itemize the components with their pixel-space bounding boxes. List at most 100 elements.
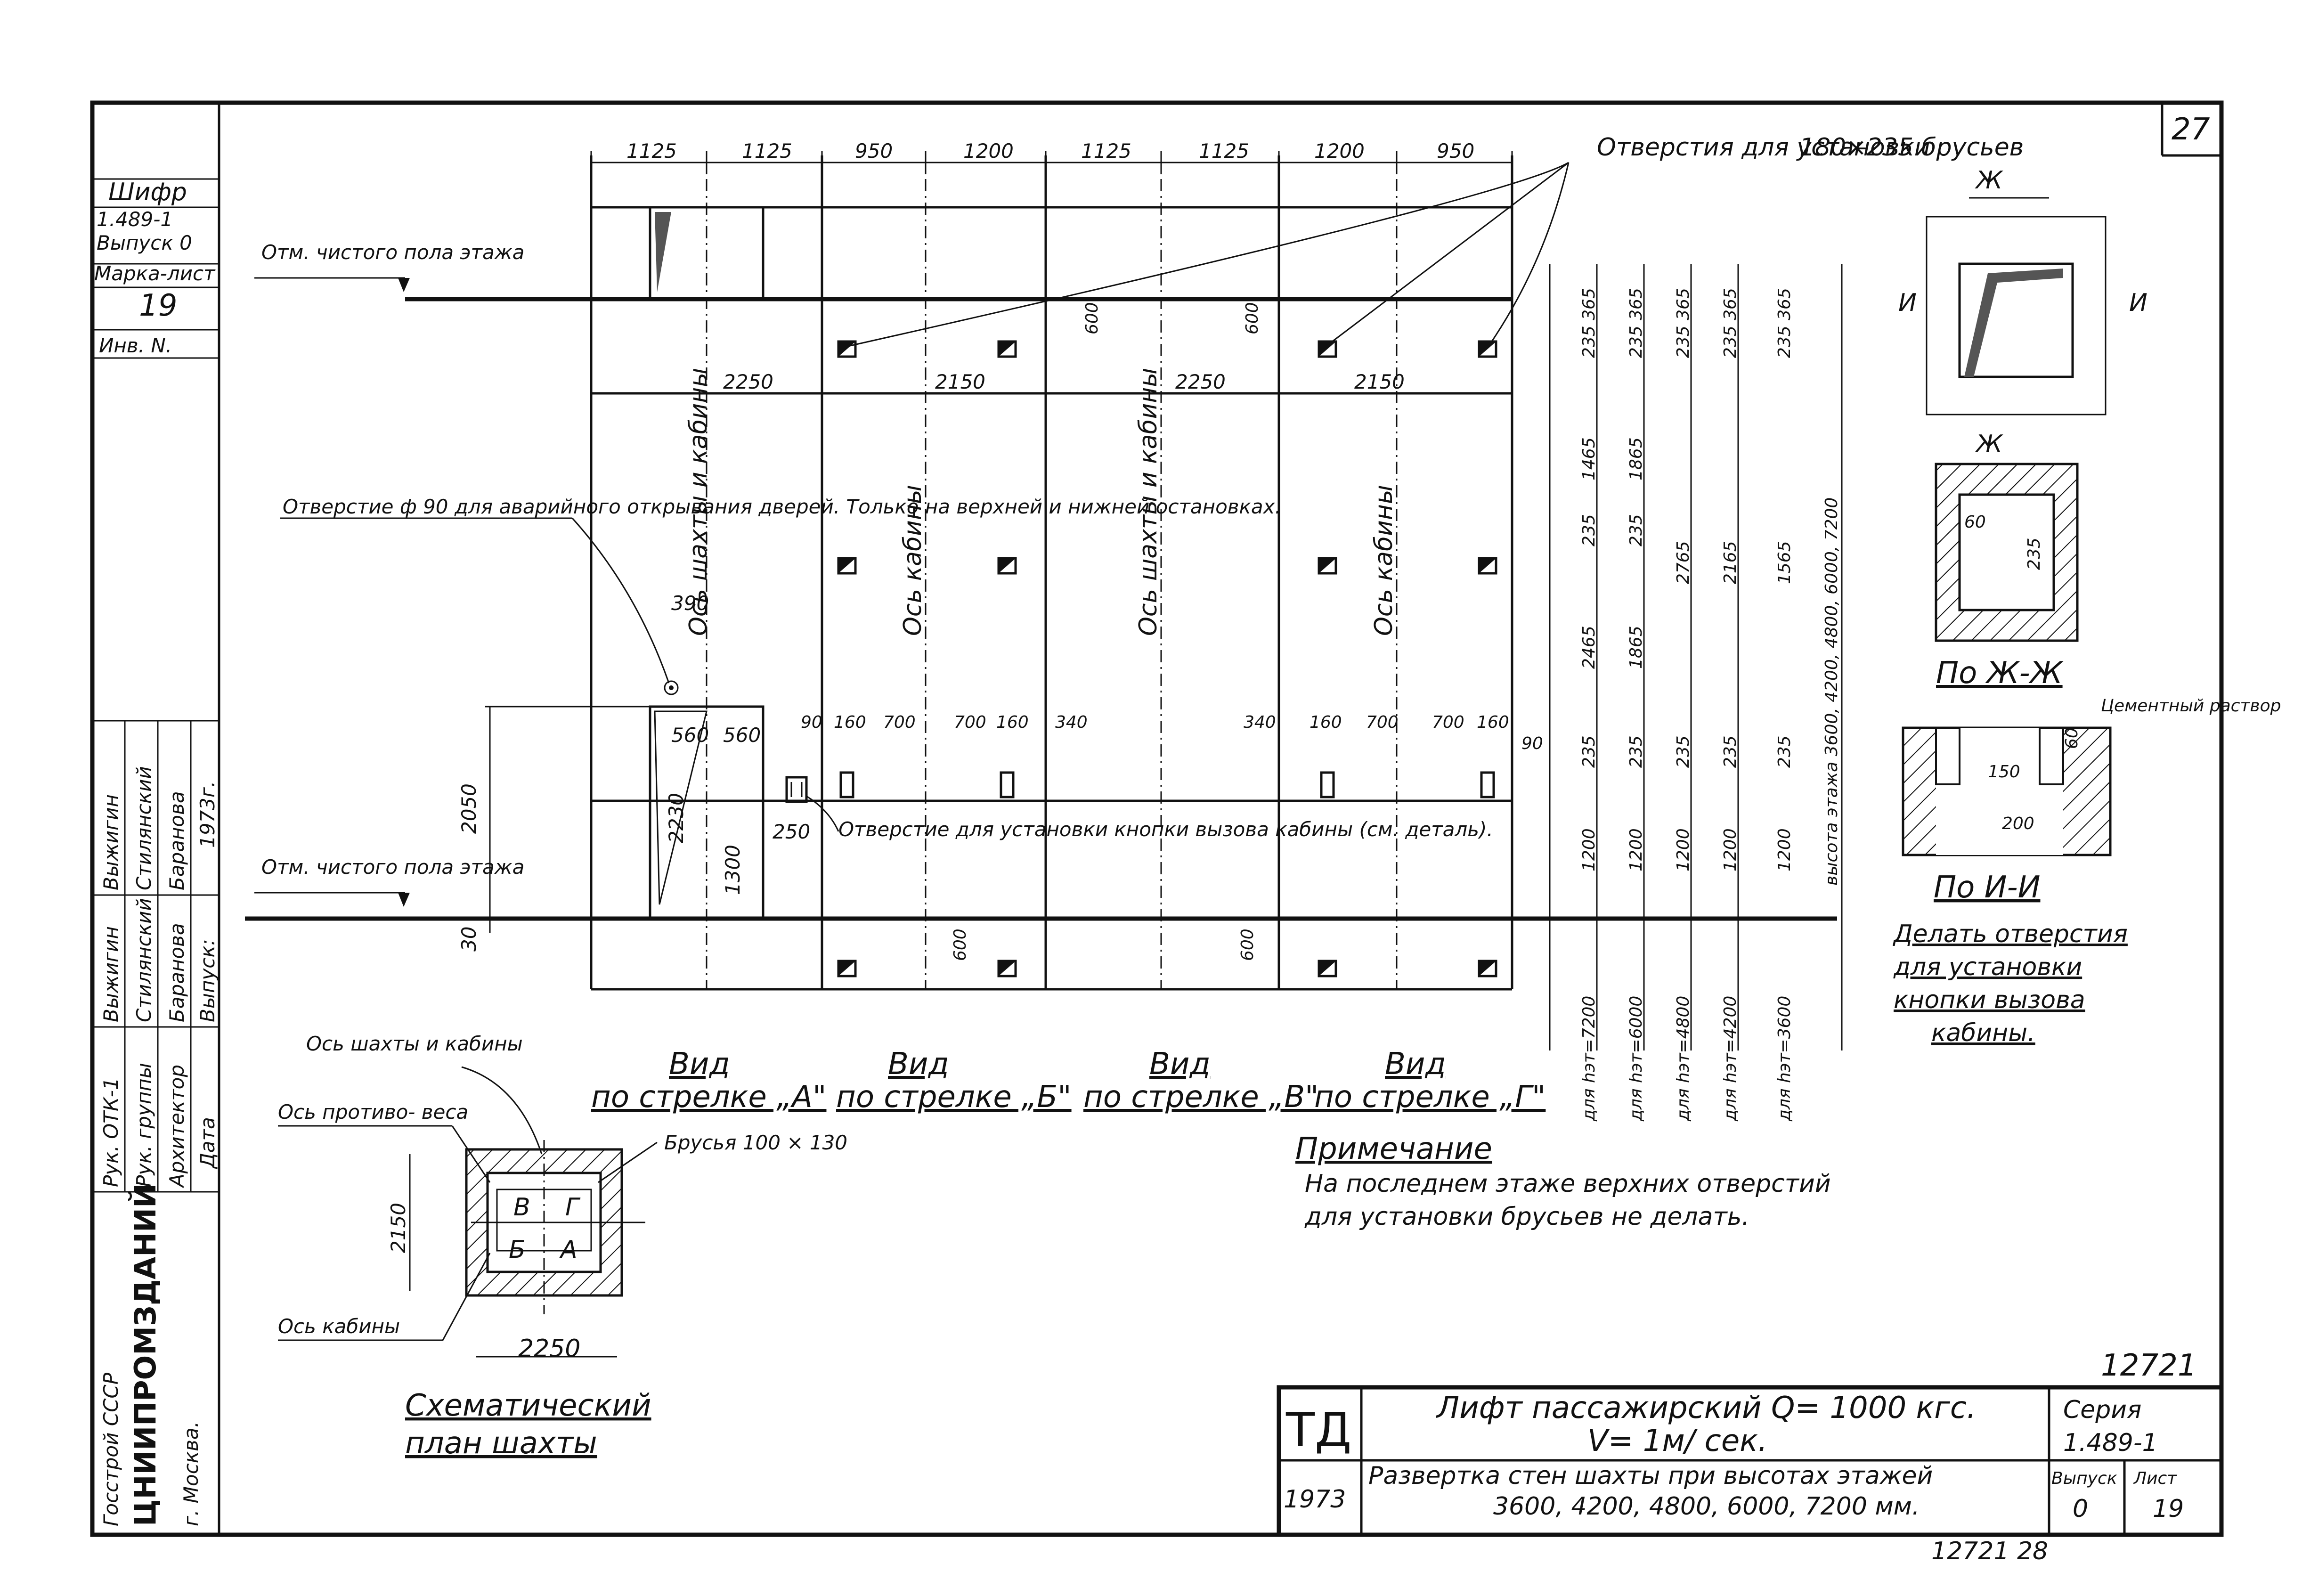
plan-dim-2150: 2150 (387, 1203, 410, 1253)
series-label: Серия (2063, 1396, 2141, 1424)
holes-bars-callout: Отверстия для установки 180×235 брусьев (847, 133, 2024, 347)
floor-level-bottom: Отм. чистого пола этажа (254, 855, 524, 907)
axis-cabin-2: Ось кабины (1370, 485, 1398, 636)
hcol5-caption: для hэт=3600 (1775, 996, 1794, 1122)
stamp-issue: Выпуск 0 (97, 231, 192, 254)
note-title: Примечание (1295, 1132, 1492, 1166)
dim-560-b: 560 (723, 724, 761, 747)
org-line-1: Госстрой СССР (99, 1372, 122, 1526)
approval-role-2: Рук. группы (132, 1063, 155, 1187)
approval-sign-3: Баранова (165, 923, 188, 1022)
hcol4-caption: для hэт=4200 (1721, 996, 1740, 1122)
view-b-2: по стрелке „Б" (836, 1080, 1072, 1115)
second-dim-4: 2150 (1354, 370, 1405, 393)
section-i-right: И (2129, 289, 2147, 317)
dim-560-a: 560 (671, 724, 709, 747)
dim-390: 390 (671, 592, 709, 615)
hcol1-mid1: 1465 (1579, 437, 1599, 480)
title-block: 12721 ТД Лифт пассажирский Q= 1000 кгс. … (1277, 1348, 2224, 1565)
hcol1-top: 235 365 (1579, 288, 1599, 358)
hcol1-mid3: 2465 (1579, 626, 1599, 669)
dim-340-b: 340 (1244, 713, 1276, 732)
emergency-hole-callout: Отверстие ф 90 для аварийного открывания… (280, 495, 1281, 684)
top-dim-1: 1125 (626, 139, 677, 163)
title-logo: ТД (1285, 1402, 1351, 1458)
hcol2-top: 235 365 (1627, 288, 1646, 358)
issue-value: 0 (2073, 1495, 2088, 1523)
hcol3-mid2: 2765 (1674, 541, 1693, 584)
page-number: 27 (2172, 112, 2210, 147)
dim-2050: 2050 (457, 783, 480, 834)
hcol2-mid1: 1865 (1627, 437, 1646, 480)
hcol3-top: 235 365 (1674, 288, 1693, 358)
dim-2230: 2230 (665, 793, 688, 843)
stamp-block: Шифр 1.489-1 Выпуск 0 Марка-лист 19 Инв.… (91, 178, 220, 359)
doc-number: 12721 (2101, 1348, 2197, 1383)
approval-name-2: Стилянский (132, 766, 155, 890)
hcol2-caption: для hэт=6000 (1627, 996, 1646, 1122)
view-c-1: Вид (1149, 1047, 1211, 1082)
org-line-3: г. Москва. (179, 1421, 203, 1526)
plan-letter-a: А (559, 1236, 578, 1264)
hcol3-bot: 1200 (1674, 828, 1693, 871)
section-zh-top: Ж (1975, 166, 2003, 195)
plan-axis-counterweight: Ось противо- веса (278, 1100, 468, 1124)
hcol1-mid2: 235 (1579, 514, 1599, 546)
approval-sign-1: Выжигин (99, 926, 122, 1022)
hcol5-mid4: 235 (1775, 735, 1794, 768)
section-zh-bottom: Ж (1975, 430, 2003, 458)
emergency-hole-text: Отверстие ф 90 для аварийного открывания… (283, 495, 1281, 518)
view-d-1: Вид (1385, 1047, 1446, 1082)
top-dim-2: 1125 (742, 139, 792, 163)
dim-700-b: 700 (954, 713, 986, 732)
approval-issue: Выпуск: (196, 939, 219, 1022)
top-dim-6: 1125 (1199, 139, 1249, 163)
plan-title-1: Схематический (405, 1388, 651, 1423)
hcol5-top: 235 365 (1775, 288, 1794, 358)
dim-160-d: 160 (1477, 713, 1509, 732)
svg-text:Отверстия для установки: Отверстия для установки (1597, 133, 1930, 162)
hcol1-caption: для hэт=7200 (1579, 996, 1599, 1122)
top-dim-8: 950 (1437, 139, 1474, 163)
hcol1-mid4: 235 (1579, 735, 1599, 768)
dim-1300: 1300 (721, 845, 744, 895)
top-dim-7: 1200 (1314, 139, 1365, 163)
top-dim-5: 1125 (1081, 139, 1131, 163)
approval-date: Дата (196, 1117, 219, 1169)
top-dim-3: 950 (855, 139, 893, 163)
hcol2-mid2: 235 (1627, 514, 1646, 546)
view-d-2: по стрелке „Г" (1314, 1080, 1546, 1115)
note-line-1: На последнем этаже верхних отверстий (1305, 1170, 1831, 1198)
second-dim-1: 2250 (723, 370, 773, 393)
second-dim-2: 2150 (935, 370, 985, 393)
detail-note-1: Делать отверстия (1893, 920, 2128, 948)
approval-sign-2: Стилянский (132, 898, 155, 1022)
hcol5-mid2: 1565 (1775, 541, 1794, 584)
desc-line-1: Развертка стен шахты при высотах этажей (1368, 1462, 1933, 1490)
detail-dim-150: 150 (1988, 762, 2020, 782)
detail-dim-60: 60 (1964, 513, 1986, 532)
detail-title-i: По И-И (1934, 870, 2040, 905)
detail-dim-200: 200 (2002, 814, 2034, 833)
dim-700-c: 700 (1366, 713, 1399, 732)
height-note: высота этажа 3600, 4200, 4800, 6000, 720… (1822, 497, 1841, 886)
title-year: 1973 (1284, 1485, 1346, 1514)
plan-letter-v: В (513, 1193, 530, 1221)
shaft-plan: В Г Б А Ось шахты и кабины Ось противо- … (278, 1032, 847, 1461)
hcol4-mid4: 235 (1721, 735, 1740, 768)
approval-name-1: Выжигин (99, 794, 122, 890)
dim-160-a: 160 (834, 713, 866, 732)
sheet-value: 19 (2153, 1495, 2184, 1523)
axis-shaft-cabin-2: Ось шахты и кабины (1134, 368, 1163, 636)
wall-development: 1125 1125 950 1200 1125 1125 1200 950 22… (245, 139, 1837, 991)
plan-axis-shaft-cabin: Ось шахты и кабины (306, 1032, 523, 1055)
title-line-1: Лифт пассажирский Q= 1000 кгс. (1436, 1391, 1976, 1425)
title-line-2: V= 1м/ сек. (1587, 1424, 1767, 1458)
plan-bars: Брусья 100 × 130 (664, 1131, 847, 1154)
stamp-series: 1.489-1 (97, 208, 173, 231)
hcol4-bot: 1200 (1721, 828, 1740, 871)
hcol2-mid4: 235 (1627, 735, 1646, 768)
view-labels: Вид по стрелке „А" Вид по стрелке „Б" Ви… (591, 1047, 1546, 1115)
detail-sections: Ж И И Ж 60 235 По Ж-Ж Цементный раствор … (1893, 166, 2281, 1047)
dim-600-c: 600 (951, 928, 970, 961)
